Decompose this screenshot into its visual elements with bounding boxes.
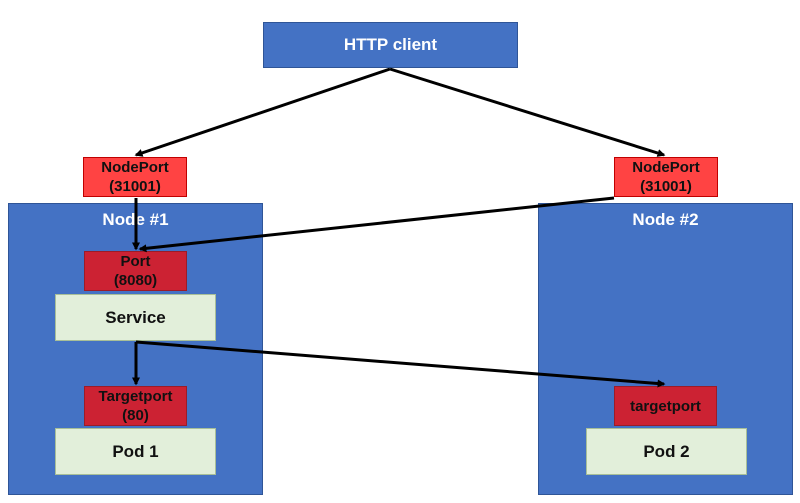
node-2-targetport: targetport xyxy=(614,386,717,426)
node-1-port-value: (8080) xyxy=(113,272,158,289)
pod-1-label: Pod 1 xyxy=(112,441,159,461)
http-client: HTTP client xyxy=(263,22,518,68)
arrow-nodeport-2-to-port xyxy=(138,196,615,253)
node-1-port-name: Port xyxy=(120,253,151,270)
service-label: Service xyxy=(105,307,166,327)
http-client-label: HTTP client xyxy=(343,35,438,54)
arrow-client-to-nodeport-1 xyxy=(134,67,391,157)
node-1-nodeport-name: NodePort xyxy=(101,159,169,176)
service: Service xyxy=(55,294,216,341)
node-2-nodeport-value: (31001) xyxy=(640,178,692,195)
node-1-port: Port (8080) xyxy=(84,251,187,291)
arrow-client-to-nodeport-2 xyxy=(389,67,666,157)
node-1-targetport-name: Targetport xyxy=(98,388,173,405)
pod-1: Pod 1 xyxy=(55,428,216,475)
arrow-service-to-targetport-2 xyxy=(135,340,666,388)
node-1-nodeport-value: (31001) xyxy=(109,178,161,195)
node-1-targetport: Targetport (80) xyxy=(84,386,187,426)
pod-2-label: Pod 2 xyxy=(643,441,690,461)
node-1-nodeport: NodePort (31001) xyxy=(83,157,187,197)
node-2-title: Node #2 xyxy=(632,210,699,229)
node-2-targetport-label: targetport xyxy=(630,397,701,415)
node-2-nodeport-name: NodePort xyxy=(632,159,700,176)
node-1-targetport-value: (80) xyxy=(122,407,149,424)
pod-2: Pod 2 xyxy=(586,428,747,475)
node-2-nodeport: NodePort (31001) xyxy=(614,157,718,197)
